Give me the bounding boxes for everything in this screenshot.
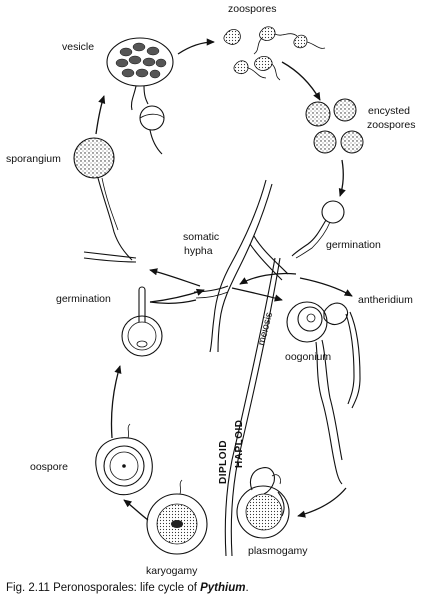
zoospores-drawing — [223, 26, 326, 81]
label-diploid: DIPLOID — [218, 440, 229, 484]
label-haploid: HAPLOID — [234, 420, 245, 469]
figure-caption: Fig. 2.11 Peronosporales: life cycle of … — [6, 582, 249, 594]
labels: zoospores vesicle encysted zoospores spo… — [6, 3, 415, 577]
ploidy-boundary — [224, 257, 281, 557]
label-somatic-line2: hypha — [184, 245, 213, 257]
label-sporangium: sporangium — [6, 153, 61, 165]
label-plasmogamy: plasmogamy — [248, 545, 308, 557]
oospore-drawing — [95, 423, 153, 496]
antheridium-drawing — [323, 302, 361, 409]
caption-genus: Pythium — [200, 582, 246, 594]
label-karyogamy: karyogamy — [146, 565, 198, 577]
sporangium-drawing — [73, 137, 137, 263]
germinating-cyst-drawing — [291, 200, 345, 259]
caption-prefix: Fig. 2.11 Peronosporales: life cycle of — [6, 582, 201, 594]
encysted-zoospores-drawing — [305, 98, 364, 154]
vesicle-drawing — [106, 37, 174, 155]
germinating-oospore-drawing — [121, 286, 163, 357]
oogonium-drawing — [286, 301, 343, 485]
caption-suffix: . — [245, 582, 249, 594]
label-somatic-line1: somatic — [183, 231, 219, 243]
karyogamy-drawing — [146, 479, 208, 555]
label-oogonium: oogonium — [285, 351, 331, 363]
somatic-hypha-drawing — [193, 179, 289, 353]
label-antheridium: antheridium — [358, 294, 413, 306]
label-encysted-line1: encysted — [368, 105, 410, 117]
label-vesicle: vesicle — [62, 41, 94, 53]
cycle-arrows — [95, 38, 353, 521]
plasmogamy-drawing — [236, 467, 290, 539]
label-zoospores: zoospores — [228, 3, 276, 15]
label-encysted-line2: zoospores — [367, 119, 415, 131]
label-germination-right: germination — [326, 239, 381, 251]
label-germination-left: germination — [56, 293, 111, 305]
label-meiosis: meiosis — [256, 311, 275, 347]
label-oospore: oospore — [30, 461, 68, 473]
